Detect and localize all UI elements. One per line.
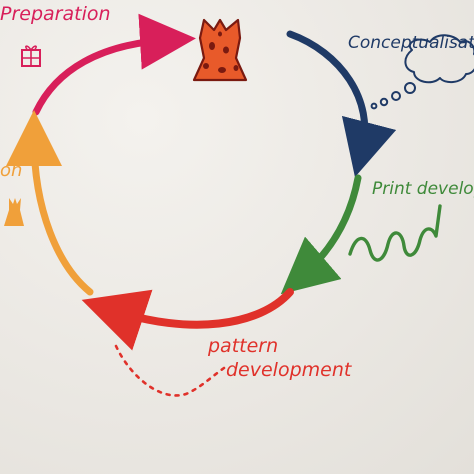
squiggle-icon: [348, 204, 442, 262]
pattern-label: pattern: [207, 335, 278, 357]
conceptualisation-label: Conceptualisation: [348, 33, 474, 53]
development-label: development: [226, 359, 353, 381]
pattern-dashed-connector: [114, 344, 226, 397]
pattern-development-arrow: [81, 288, 294, 351]
conceptualisation-arrow: [286, 30, 397, 178]
print-development-arrow: [280, 174, 362, 295]
thought-cloud-icon: [370, 34, 474, 110]
left-stage-arrow: [6, 110, 94, 296]
gift-icon: [21, 45, 41, 67]
preparation-label: Preparation: [0, 3, 111, 25]
preparation-arrow: [32, 13, 196, 116]
print-development-label: Print development: [372, 179, 474, 199]
dress-icon: [4, 198, 24, 226]
garment-icon: [192, 18, 248, 82]
left-stage-label: on: [0, 160, 22, 181]
